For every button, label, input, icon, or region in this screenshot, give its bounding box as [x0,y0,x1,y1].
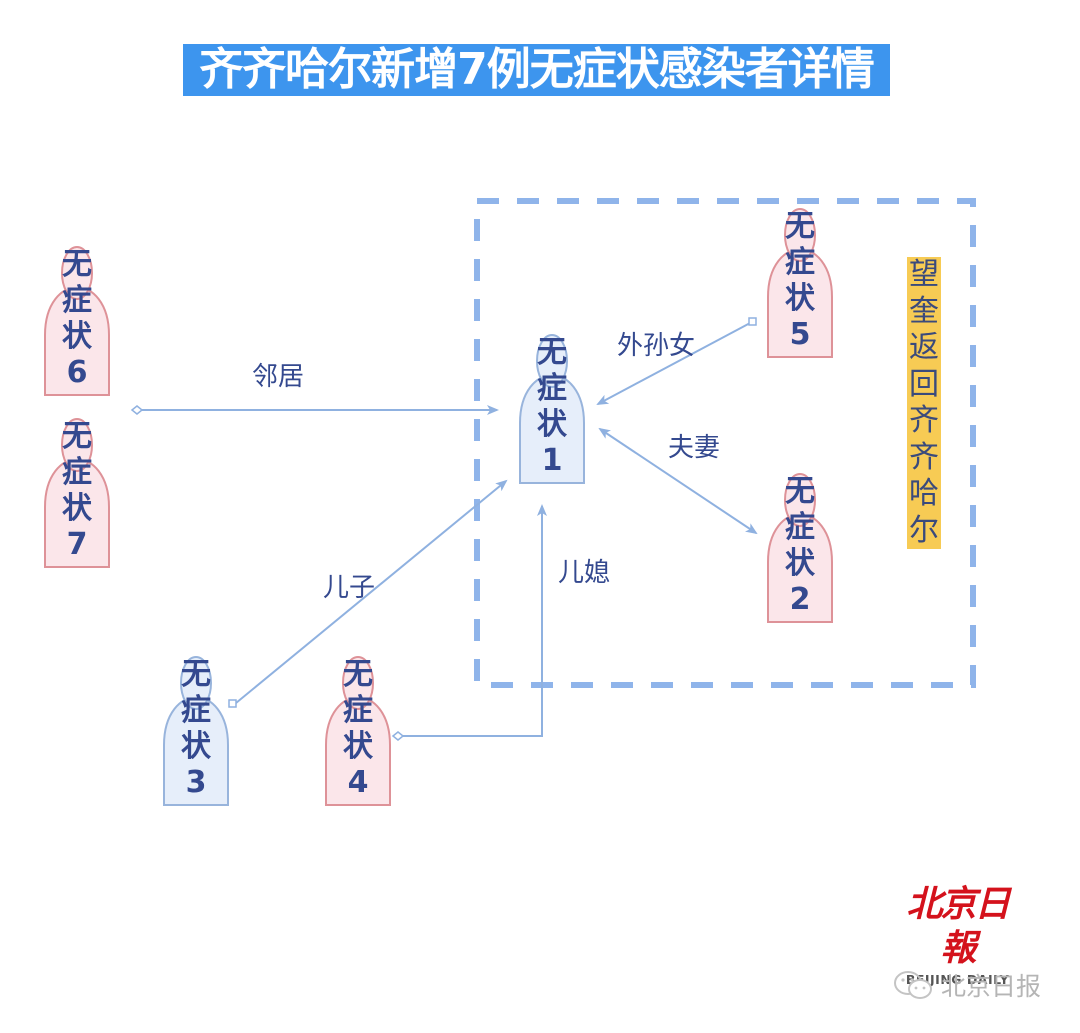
page-title: 齐齐哈尔新增7例无症状感染者详情 [183,44,890,96]
group-label-char: 哈 [909,476,939,511]
edge-neighbor-start-icon [130,405,144,415]
group-label: 望奎返回齐齐哈尔 [907,257,941,549]
edge-label-son: 儿子 [323,573,376,603]
group-label-char: 奎 [909,293,939,329]
edge-granddaughter-start-icon [748,317,757,326]
figure-head [180,656,212,710]
group-label-char: 返 [909,330,939,365]
figure-head [342,656,374,710]
group-label-char: 望 [909,257,939,292]
group-label-char: 尔 [909,512,939,548]
edge-spouse [598,427,758,535]
figure-head [536,334,568,388]
edge-daughter-in-law [402,504,547,737]
edge-label-daughter-in-law: 儿媳 [558,558,611,588]
person-1-figure-icon [519,334,585,484]
group-label-char: 回 [909,366,939,402]
edge-daughter-in-law-start-icon [391,731,405,741]
person-2-figure-icon [767,473,833,623]
edge-son [235,479,508,704]
person-7-figure-icon [44,418,110,568]
edge-son-start-icon [228,699,237,708]
person-4-figure-icon [325,656,391,806]
figure-head [784,473,816,527]
figure-head [61,246,93,300]
wechat-watermark: 北京日报 [893,967,1041,1003]
group-label-char: 齐 [909,403,939,438]
beijing-daily-logo: 北京日報 BEIJING DAILY [895,882,1020,987]
figure-head [784,208,816,262]
logo-en: BEIJING DAILY [905,972,1010,987]
group-box [474,198,976,688]
edge-granddaughter [596,321,753,405]
logo-cn: 北京日報 [906,883,1010,969]
edge-label-neighbor: 邻居 [252,362,305,392]
watermark-text: 北京日报 [941,972,1042,1001]
person-6-figure-icon [44,246,110,396]
group-label-char: 齐 [909,439,939,475]
edge-label-spouse: 夫妻 [668,433,721,463]
person-3-figure-icon [163,656,229,806]
person-5-figure-icon [767,208,833,358]
edge-label-granddaughter: 外孙女 [617,331,696,361]
wechat-icon [894,971,932,999]
figure-head [61,418,93,472]
